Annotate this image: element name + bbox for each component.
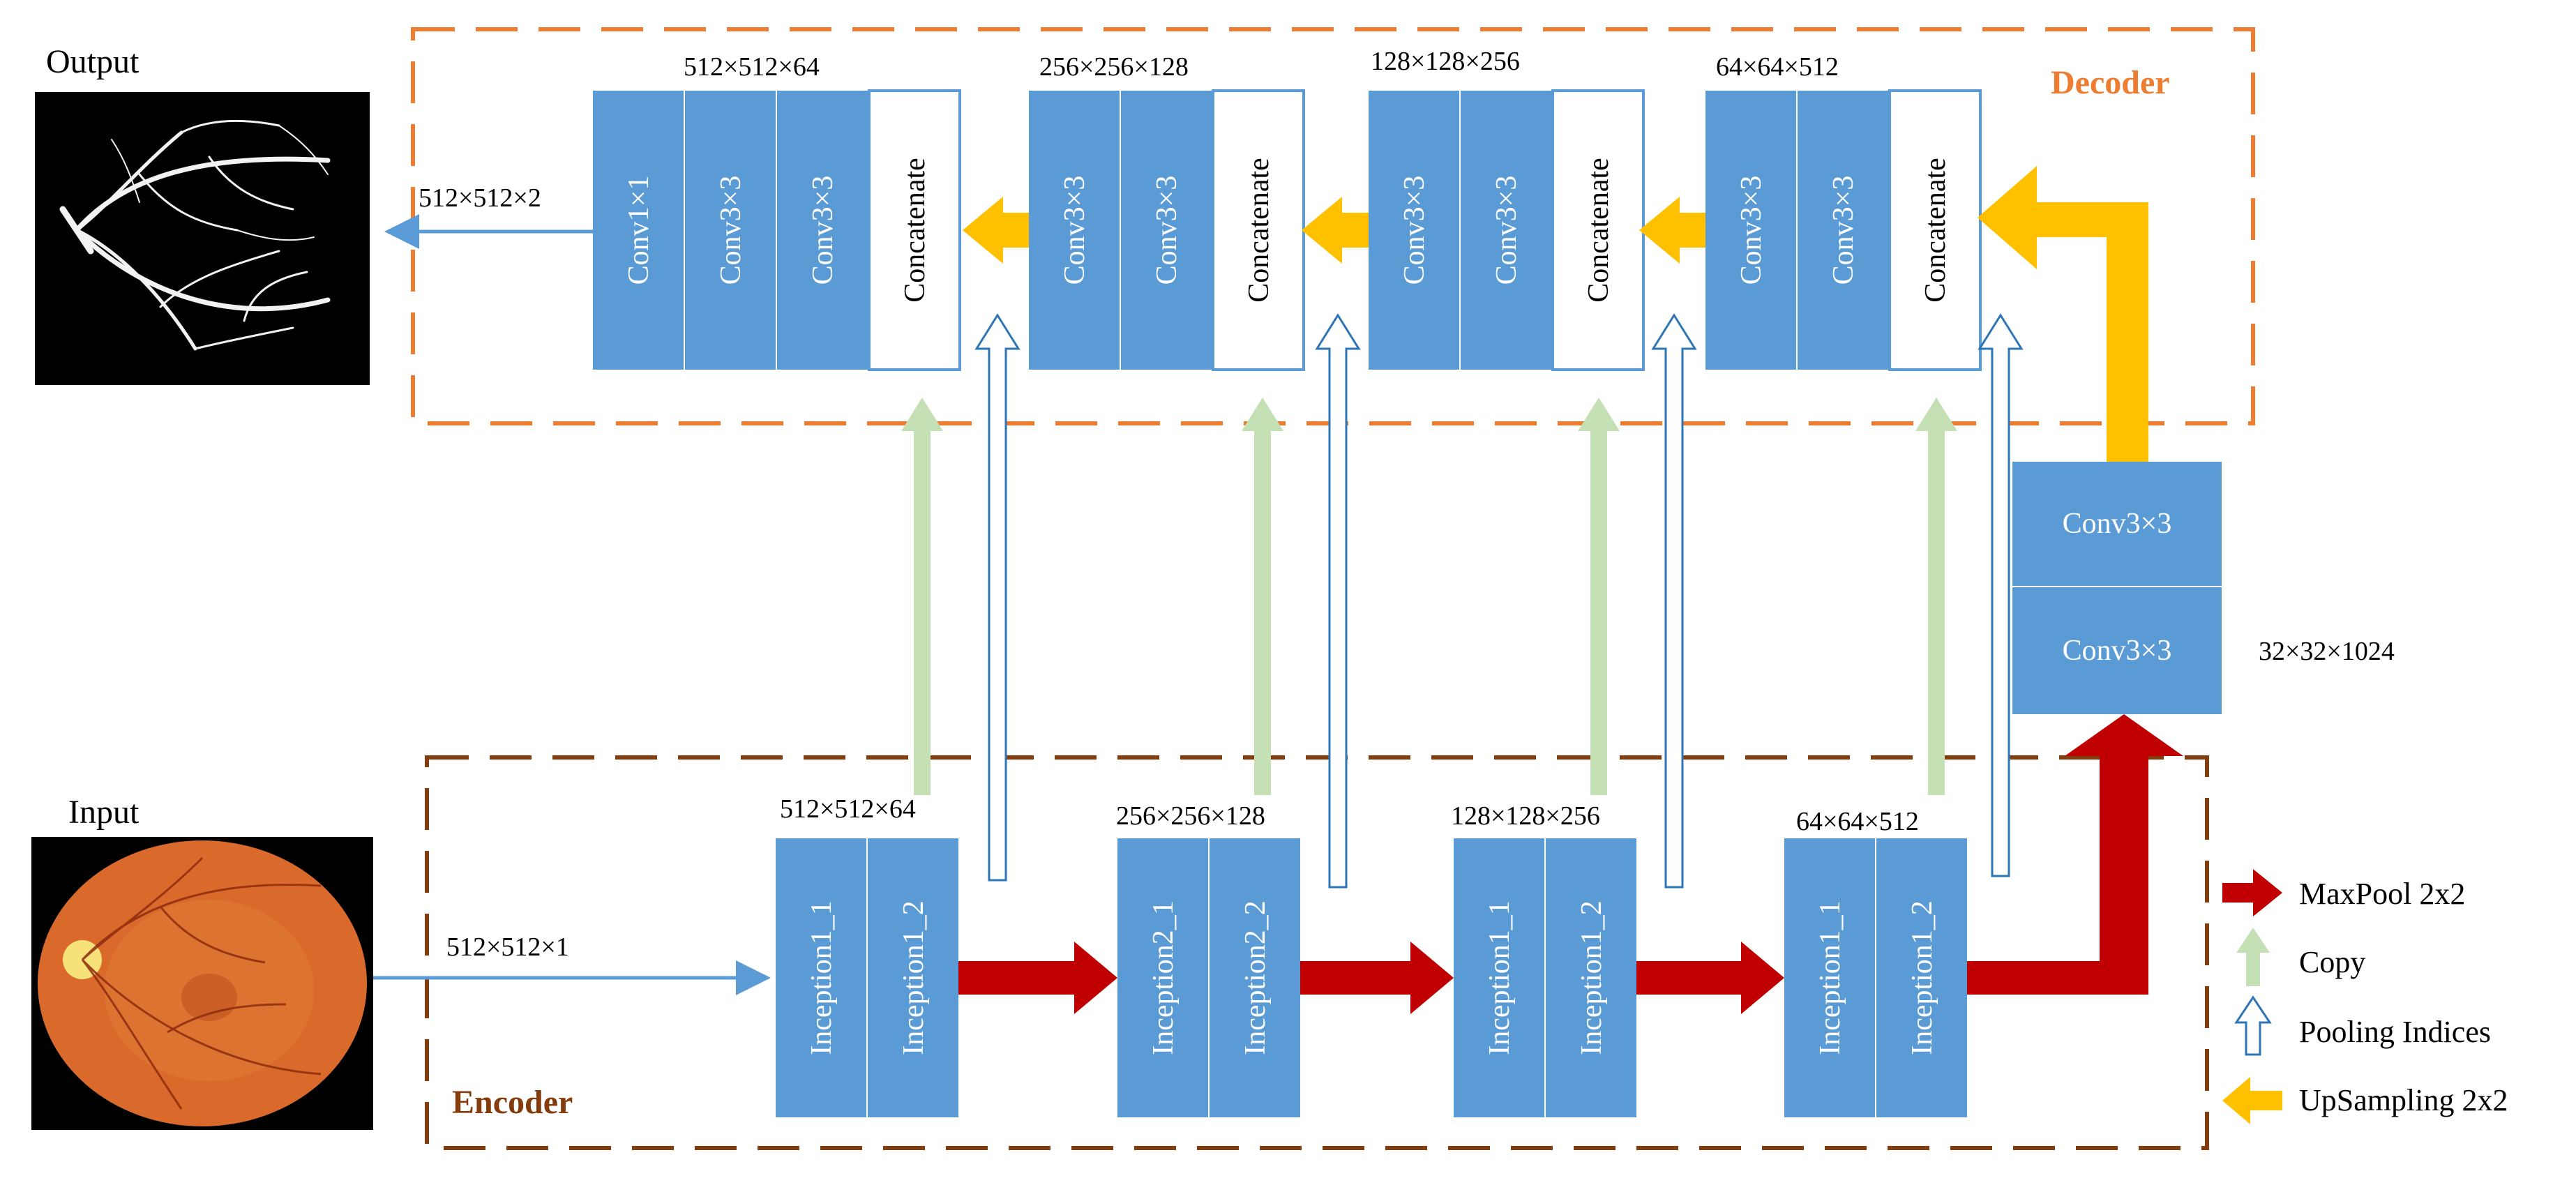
encoder-block-1: 512×512×64 Inception1_1 Inception1_2	[776, 794, 958, 1117]
pooling-indices-arrow	[1315, 313, 1361, 889]
decoder-layer-label: Conv3×3	[807, 176, 839, 285]
decoder-layer-label: Conv3×3	[1735, 176, 1768, 285]
encoder-layer-label: Inception2_2	[1240, 900, 1272, 1055]
decoder-block-4: 64×64×512 Conv3×3 Conv3×3 Concatenate	[1705, 52, 1982, 371]
legend-label: Copy	[2299, 945, 2365, 979]
encoder-layer-label: Inception1_2	[1576, 900, 1608, 1055]
decoder-layer-label: Conv3×3	[1828, 176, 1860, 285]
copy-arrow	[1578, 398, 1620, 795]
legend-item-maxpool: MaxPool 2x2	[2222, 869, 2465, 916]
legend-item-pooling-indices: Pooling Indices	[2234, 995, 2491, 1056]
maxpool-arrow	[1636, 942, 1784, 1014]
encoder-layer-label: Inception1_1	[806, 900, 838, 1055]
output-label: Output	[46, 43, 140, 80]
pooling-indices-arrow	[1978, 313, 2024, 877]
decoder-block-dim: 512×512×64	[684, 52, 820, 82]
decoder-block-2: 256×256×128 Conv3×3 Conv3×3 Concatenate	[1029, 52, 1305, 371]
encoder-block-dim: 256×256×128	[1116, 801, 1265, 831]
pooling-indices-arrow	[1651, 313, 1697, 889]
upsampling-arrow-bottleneck	[1978, 166, 2148, 462]
input-fundus-image	[31, 837, 373, 1130]
upsampling-arrow	[1639, 197, 1705, 264]
legend-label: UpSampling 2x2	[2299, 1083, 2508, 1117]
decoder-layer-label: Conv3×3	[1491, 176, 1523, 285]
copy-arrow	[1915, 398, 1957, 795]
maxpool-arrow-icon	[2222, 869, 2282, 916]
legend-item-upsampling: UpSampling 2x2	[2222, 1077, 2508, 1124]
encoder-block-2: 256×256×128 Inception2_1 Inception2_2	[1116, 801, 1300, 1117]
encoder-block-3: 128×128×256 Inception1_1 Inception1_2	[1451, 801, 1636, 1117]
decoder-layer-label: Conv3×3	[1059, 176, 1091, 285]
copy-arrow-icon	[2236, 928, 2270, 986]
maxpool-arrow	[1300, 942, 1454, 1014]
legend: MaxPool 2x2 Copy Pooling Indices UpSampl…	[2222, 869, 2508, 1124]
decoder-title: Decoder	[2051, 64, 2170, 101]
encoder-layer-label: Inception1_1	[1484, 900, 1516, 1055]
decoder-block-dim: 128×128×256	[1371, 47, 1520, 76]
bottleneck-dim-label: 32×32×1024	[2259, 637, 2395, 666]
legend-item-copy: Copy	[2236, 928, 2365, 986]
upsampling-arrow	[963, 197, 1029, 264]
output-vessel-image	[35, 92, 370, 385]
maxpool-arrow	[958, 942, 1117, 1014]
encoder-block-dim: 512×512×64	[780, 794, 916, 824]
legend-label: MaxPool 2x2	[2299, 877, 2465, 911]
decoder-block-dim: 64×64×512	[1716, 52, 1839, 82]
encoder-block-4: 64×64×512 Inception1_1 Inception1_2	[1784, 807, 1967, 1117]
concatenate-label: Concatenate	[899, 158, 931, 303]
bottleneck-block: Conv3×3 Conv3×3	[2012, 462, 2222, 714]
decoder-layer-label: Conv3×3	[1151, 176, 1183, 285]
decoder-block-3: 128×128×256 Conv3×3 Conv3×3 Concatenate	[1369, 47, 1645, 371]
encoder-layer-label: Inception1_2	[898, 900, 930, 1055]
copy-arrow	[1242, 398, 1283, 795]
concatenate-label: Concatenate	[1243, 158, 1275, 303]
encoder-title: Encoder	[452, 1084, 573, 1121]
maxpool-arrow-bottleneck	[1967, 714, 2183, 995]
decoder-layer-label: Conv1×1	[623, 176, 655, 285]
bottleneck-layer-label: Conv3×3	[2063, 508, 2172, 540]
concatenate-label: Concatenate	[1920, 158, 1952, 303]
upsampling-arrow-icon	[2222, 1077, 2282, 1124]
encoder-layer-label: Inception2_1	[1147, 900, 1180, 1055]
output-dim-label: 512×512×2	[419, 183, 541, 213]
upsampling-arrow	[1302, 197, 1369, 264]
input-dim-label: 512×512×1	[446, 932, 569, 962]
legend-label: Pooling Indices	[2299, 1015, 2491, 1049]
concatenate-label: Concatenate	[1583, 158, 1615, 303]
pooling-indices-arrow	[974, 313, 1020, 882]
encoder-block-dim: 64×64×512	[1796, 807, 1919, 836]
bottleneck-layer-label: Conv3×3	[2063, 635, 2172, 667]
decoder-layer-label: Conv3×3	[1399, 176, 1431, 285]
input-label: Input	[68, 794, 140, 831]
encoder-layer-label: Inception1_2	[1906, 900, 1938, 1055]
encoder-frame	[425, 755, 2209, 1150]
decoder-block-dim: 256×256×128	[1039, 52, 1189, 82]
pooling-indices-arrow-icon	[2234, 995, 2272, 1056]
decoder-block-1: 512×512×64 Conv1×1 Conv3×3 Conv3×3 Conca…	[593, 52, 961, 371]
decoder-layer-label: Conv3×3	[715, 176, 747, 285]
encoder-layer-label: Inception1_1	[1814, 900, 1846, 1055]
copy-arrow	[901, 398, 943, 795]
encoder-block-dim: 128×128×256	[1451, 801, 1600, 831]
